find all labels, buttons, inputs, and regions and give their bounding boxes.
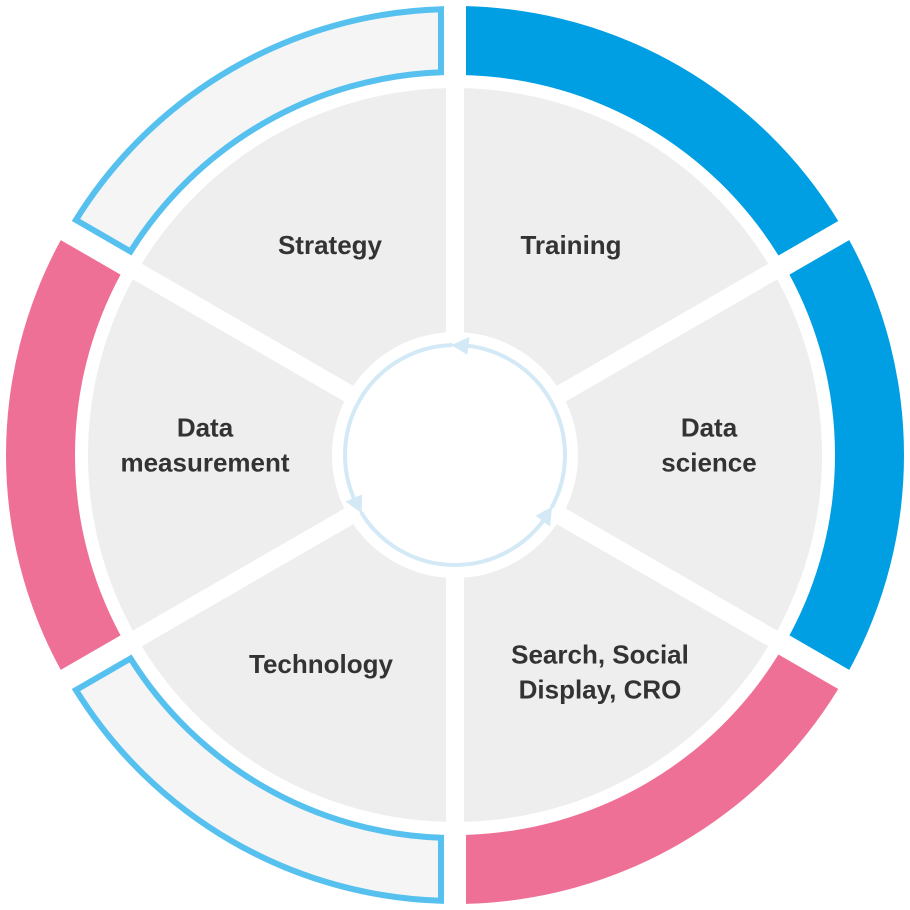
label-strategy: Strategy xyxy=(278,230,383,260)
label-line: Data xyxy=(681,413,738,443)
label-technology: Technology xyxy=(249,649,394,679)
label-line: science xyxy=(661,448,756,478)
label-line: Data xyxy=(177,413,234,443)
ring-arc-strategy xyxy=(71,6,444,256)
label-line: Search, Social xyxy=(511,640,689,670)
segment-technology xyxy=(141,524,447,822)
segment-strategy xyxy=(141,88,447,386)
segment-search-social xyxy=(463,524,769,822)
ring-arc-training xyxy=(466,6,839,256)
ring-arc-data-science xyxy=(789,240,905,670)
segment-training xyxy=(463,88,769,386)
inner-segments xyxy=(87,88,823,822)
outer-ring xyxy=(5,6,905,904)
label-line: Strategy xyxy=(278,230,383,260)
cycle-arrow-icon xyxy=(451,336,470,355)
label-data-science: Data science xyxy=(661,413,756,478)
label-line: Training xyxy=(520,230,621,260)
ring-arc-search-social xyxy=(466,654,839,904)
cycle-arc xyxy=(359,511,551,568)
segment-data-science xyxy=(565,279,823,631)
label-training: Training xyxy=(520,230,621,260)
segment-data-measurement xyxy=(87,279,345,631)
cycle-arc xyxy=(456,343,567,509)
cycle-arrow-icon xyxy=(345,494,363,514)
label-line: Display, CRO xyxy=(519,675,682,705)
ring-arc-technology xyxy=(71,654,444,904)
label-line: measurement xyxy=(120,448,289,478)
ring-arc-data-measurement xyxy=(5,240,121,670)
label-line: Technology xyxy=(249,649,394,679)
cycle-arrow-icon xyxy=(535,506,553,527)
center-circle xyxy=(340,340,570,570)
cycle-arc xyxy=(343,343,454,509)
center-hub xyxy=(340,336,570,570)
label-data-measurement: Data measurement xyxy=(120,413,289,478)
